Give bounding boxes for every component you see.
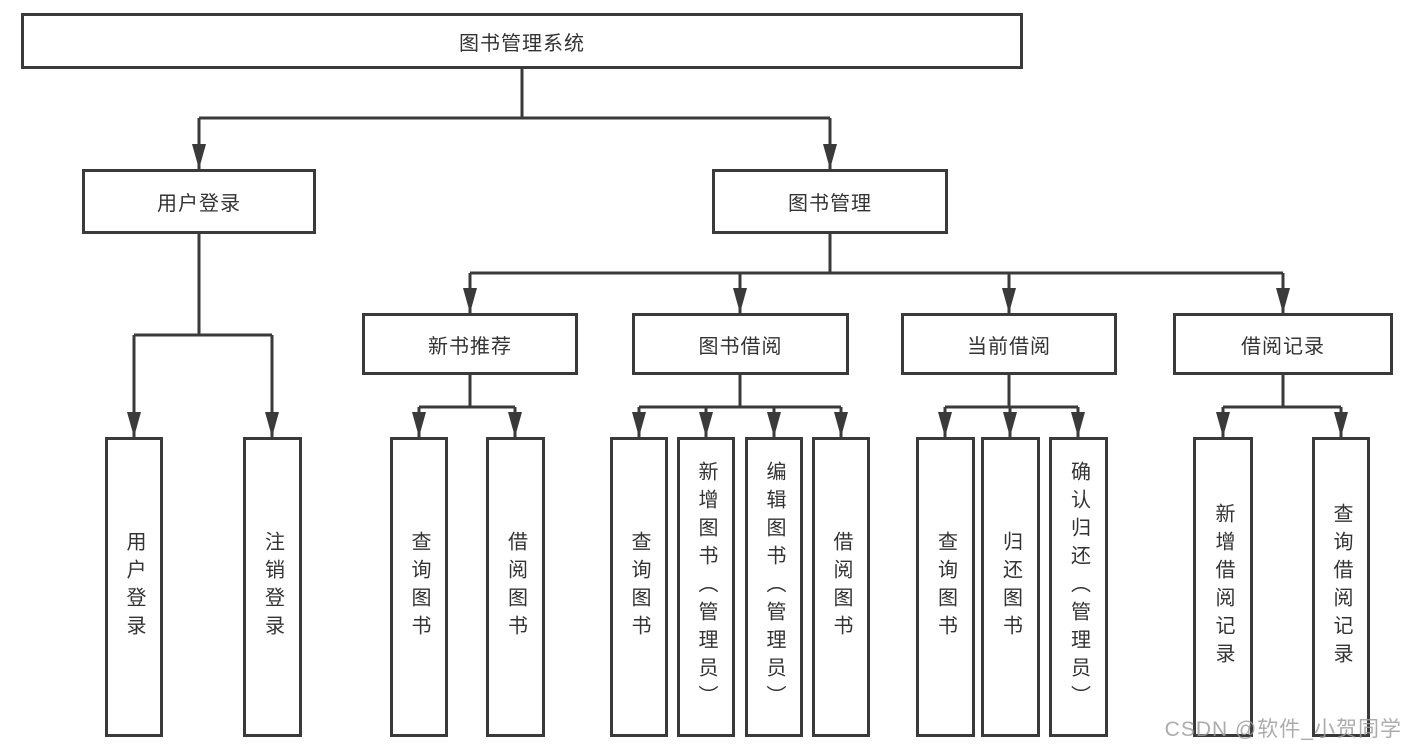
node-new-book-recommend-label: 新书推荐	[428, 335, 512, 358]
node-leaf-logout-label: 注销登录	[261, 531, 284, 643]
node-leaf-borrow-books-2-label: 借阅图书	[830, 531, 852, 643]
node-leaf-borrow-books-1-label: 借阅图书	[504, 531, 527, 643]
node-leaf-logout: 注销登录	[243, 437, 302, 737]
node-leaf-add-book: 新增图书（管理员）	[677, 437, 735, 737]
node-leaf-return-book: 归还图书	[981, 437, 1040, 737]
node-leaf-query-books-1: 查询图书	[390, 437, 448, 737]
node-user-login: 用户登录	[82, 169, 316, 234]
node-leaf-user-login-label: 用户登录	[123, 531, 145, 643]
node-book-borrow-label: 图书借阅	[698, 335, 783, 358]
node-leaf-confirm-return-label: 确认归还（管理员）	[1067, 461, 1090, 713]
node-root-label: 图书管理系统	[459, 32, 585, 55]
node-leaf-return-book-label: 归还图书	[999, 531, 1022, 643]
node-leaf-query-books-1-label: 查询图书	[408, 531, 430, 643]
csdn-watermark: CSDN @软件_小贺同学	[1164, 718, 1402, 741]
node-book-management-label: 图书管理	[788, 193, 872, 215]
node-user-login-label: 用户登录	[157, 193, 241, 215]
node-leaf-confirm-return: 确认归还（管理员）	[1049, 437, 1108, 737]
node-leaf-edit-book: 编辑图书（管理员）	[745, 437, 803, 737]
node-current-borrow: 当前借阅	[901, 313, 1117, 375]
node-leaf-borrow-books-2: 借阅图书	[812, 437, 870, 737]
node-book-management: 图书管理	[712, 169, 948, 234]
node-leaf-query-books-3: 查询图书	[916, 437, 975, 737]
node-leaf-query-books-3-label: 查询图书	[934, 531, 957, 643]
node-book-borrow: 图书借阅	[632, 313, 849, 375]
node-leaf-query-borrow-record: 查询借阅记录	[1312, 437, 1370, 737]
node-borrow-records: 借阅记录	[1173, 313, 1393, 375]
node-new-book-recommend: 新书推荐	[362, 313, 578, 375]
node-leaf-borrow-books-1: 借阅图书	[486, 437, 545, 737]
node-leaf-query-books-2: 查询图书	[610, 437, 668, 737]
node-leaf-add-borrow-record-label: 新增借阅记录	[1212, 503, 1234, 671]
node-leaf-query-borrow-record-label: 查询借阅记录	[1330, 503, 1352, 671]
node-leaf-query-books-2-label: 查询图书	[628, 531, 650, 643]
node-borrow-records-label: 借阅记录	[1241, 335, 1325, 358]
node-current-borrow-label: 当前借阅	[967, 335, 1051, 358]
node-leaf-add-book-label: 新增图书（管理员）	[695, 461, 717, 713]
node-leaf-user-login: 用户登录	[105, 437, 163, 737]
node-leaf-edit-book-label: 编辑图书（管理员）	[763, 461, 785, 713]
node-leaf-add-borrow-record: 新增借阅记录	[1193, 437, 1253, 737]
node-root: 图书管理系统	[21, 13, 1023, 69]
